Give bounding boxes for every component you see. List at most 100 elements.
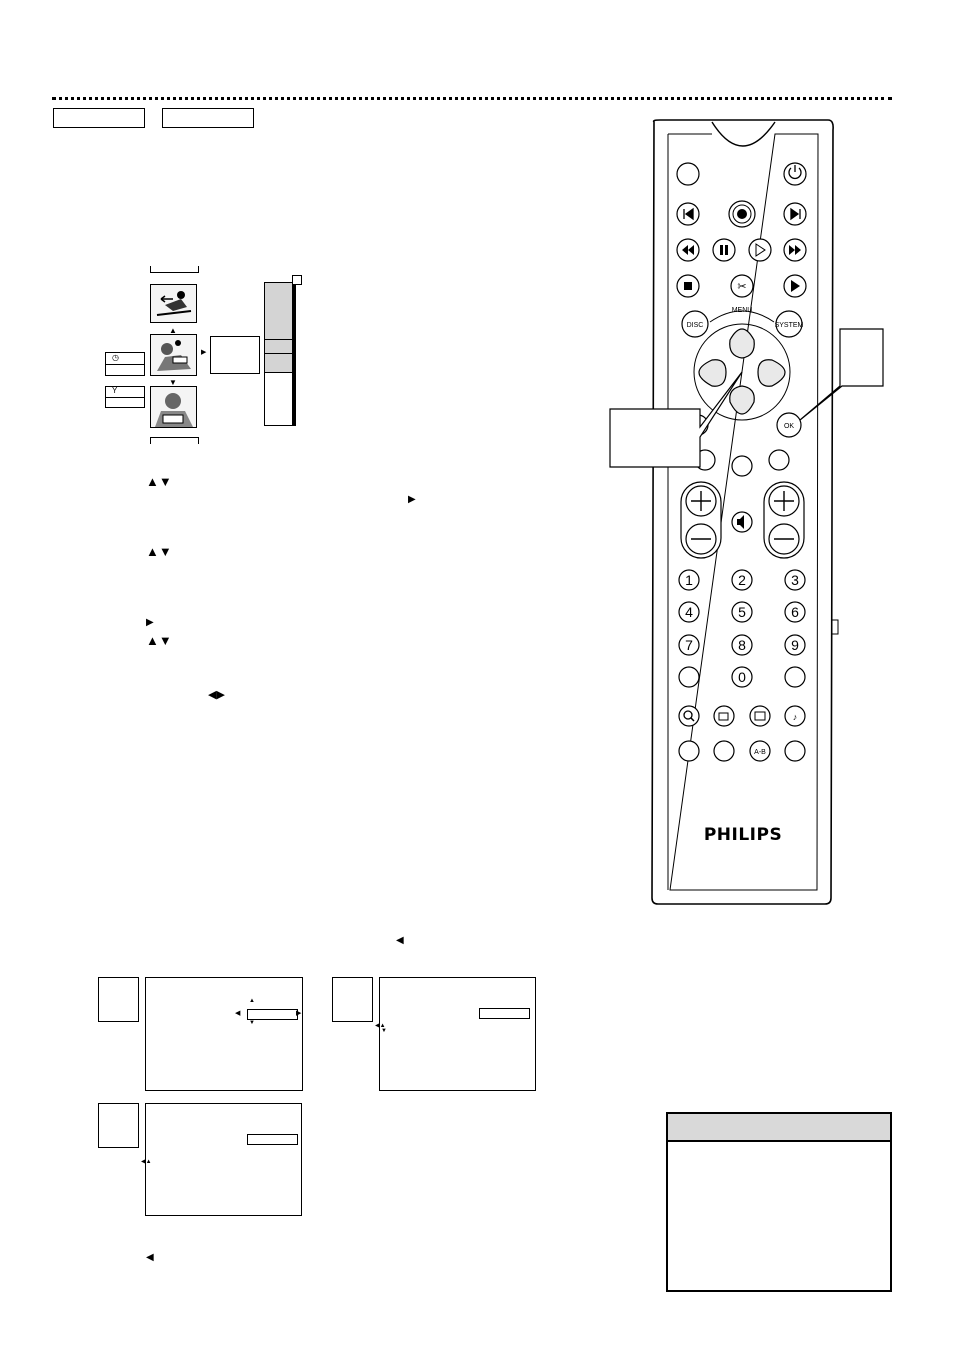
antenna-icon: Y [112,386,118,395]
digit-9-button[interactable] [784,634,806,656]
value-field [247,1134,298,1145]
arrow-keys-callout [609,371,743,468]
power-button[interactable] [783,162,807,186]
up-arrow-icon: ▲ [249,998,255,1004]
digit-4-button[interactable] [678,601,700,623]
dpad-down-button[interactable] [729,385,755,415]
digit-2-label: 2 [738,572,746,588]
left-arrow-icon: ◀ [235,1010,241,1017]
zoom-button[interactable] [678,705,700,727]
step-number-box [98,1103,139,1148]
system-button[interactable] [775,310,803,338]
section-tab-right [162,108,254,128]
dpad-left-button[interactable] [698,359,727,387]
ab-repeat-button[interactable] [749,740,771,762]
right-arrow-icon: ▶ [296,1010,302,1017]
left-arrow-icon: ◀ [146,1252,154,1263]
section-tab-left [53,108,145,128]
digit-3-button[interactable] [784,569,806,591]
digit-7-label: 7 [685,637,693,653]
subtitle-icon [754,711,766,721]
blank-right-button[interactable] [784,666,806,688]
digit-0-label: 0 [738,669,746,685]
digit-0-button[interactable] [731,666,753,688]
right-arrow-icon: ▶ [408,494,416,505]
up-down-arrows-icon: ▲▼ [146,544,172,559]
osd-screen-step-a: ▲ ◀ ▶ ▼ [145,977,303,1091]
submenu-box [210,336,260,374]
menu-bottom-bracket [150,437,199,444]
digit-9-label: 9 [791,637,799,653]
left-arrow-icon: ◀ [396,935,404,946]
play-icon [791,280,800,292]
camera-icon [718,712,729,721]
digit-4-label: 4 [685,604,693,620]
next-icon [790,207,801,221]
ab-label: A-B [754,749,766,756]
zoom-icon [683,710,693,720]
osd-menu-illustration: ▲ ▼ ◷ Y ▶ [100,262,330,447]
down-arrow-icon: ▼ [381,1028,387,1034]
blank-left-button[interactable] [678,666,700,688]
function-button-b[interactable] [731,455,753,477]
philips-logo: PHILIPS [704,825,782,845]
fast-forward-icon [789,245,801,255]
right-arrow-icon: ▶ [146,617,154,628]
digit-3-label: 3 [791,572,799,588]
scissors-icon: ✂ [737,281,746,293]
digit-2-button[interactable] [731,569,753,591]
osd-screen-step-c: ◀▲ [141,1103,302,1216]
ok-button[interactable] [776,412,802,438]
dpad-up-button[interactable] [729,328,755,359]
step-number-box [332,977,373,1022]
digit-1-label: 1 [685,572,693,588]
function-button-c[interactable] [768,449,790,471]
power-icon [788,165,802,180]
angle-button[interactable] [713,705,735,727]
system-label: SYSTEM [775,322,804,329]
digit-8-button[interactable] [731,634,753,656]
subtitle-button[interactable] [749,705,771,727]
portrait-thumbnail [150,386,197,428]
digit-8-label: 8 [738,637,746,653]
digit-5-label: 5 [738,604,746,620]
digit-6-button[interactable] [784,601,806,623]
menu-top-bracket [150,266,199,273]
shuffle-button[interactable] [713,740,735,762]
display-button[interactable] [784,740,806,762]
digit-1-button[interactable] [678,569,700,591]
record-icon [737,209,747,219]
selection-cursor-icon: ◀▲ [375,1023,386,1029]
scroll-corner-box [292,275,302,285]
pause-icon [725,245,728,255]
dpad-right-button[interactable] [757,359,786,387]
sports-thumbnail [150,334,197,376]
helpful-hint-box [666,1112,892,1292]
disc-button[interactable] [681,310,709,338]
plus-icon [691,491,711,511]
up-arrow-icon: ▲ [169,326,177,335]
clock-icon: ◷ [112,353,119,362]
antenna-indicator-box: Y [105,386,145,408]
ok-label: OK [784,423,794,430]
rewind-icon [682,245,694,255]
digit-7-button[interactable] [678,634,700,656]
slow-icon [755,243,766,257]
standby-left-button[interactable] [676,162,700,186]
menu-label: MENU [732,307,753,314]
osd-screen-step-b: ◀▲ ▼ [375,977,536,1091]
audio-button[interactable] [784,705,806,727]
digit-5-button[interactable] [731,601,753,623]
pause-button[interactable] [712,238,736,262]
audio-icon: ♪ [793,712,798,722]
previous-icon [683,207,694,221]
repeat-button[interactable] [678,740,700,762]
plus-icon [774,491,794,511]
edit-button[interactable] [730,274,754,298]
down-arrow-icon: ▼ [169,378,177,387]
disc-label: DISC [687,322,704,329]
stop-icon [684,282,692,290]
submenu-pointer-icon: ▶ [201,349,207,356]
menu-scroll-panel [264,282,296,426]
hint-header [668,1114,890,1142]
